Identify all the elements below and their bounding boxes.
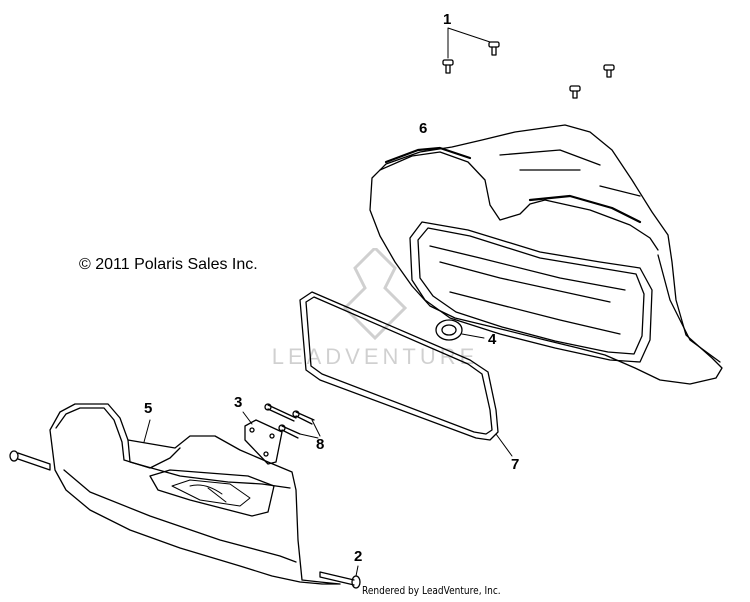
leader-line-3 bbox=[242, 411, 253, 425]
callout-8: 8 bbox=[316, 436, 325, 453]
watermark-text: LEADVENTURE bbox=[271, 344, 479, 369]
pin-2 bbox=[319, 565, 361, 589]
leader-line-1 bbox=[447, 27, 491, 59]
callout-3: 3 bbox=[234, 394, 243, 411]
screw bbox=[569, 85, 581, 99]
callout-4: 4 bbox=[488, 331, 497, 348]
render-credit: Rendered by LeadVenture, Inc. bbox=[362, 584, 501, 597]
leader-line-8 bbox=[299, 419, 321, 439]
plug-4 bbox=[435, 319, 485, 341]
screw bbox=[488, 41, 500, 56]
screw bbox=[442, 59, 454, 74]
callout-1: 1 bbox=[443, 11, 452, 28]
screw-group-8 bbox=[264, 403, 321, 439]
screw-group-1 bbox=[442, 27, 615, 99]
callout-2: 2 bbox=[354, 548, 363, 565]
leader-line-2 bbox=[355, 565, 359, 577]
pin-left bbox=[9, 450, 51, 471]
leader-line-5 bbox=[143, 419, 151, 443]
leader-line-4 bbox=[461, 333, 485, 339]
leader-line-7 bbox=[495, 433, 513, 457]
callout-7: 7 bbox=[511, 456, 520, 473]
storage-box-6 bbox=[369, 124, 723, 385]
flame-logo-icon bbox=[342, 245, 408, 341]
callout-6: 6 bbox=[419, 120, 428, 137]
watermark: LEADVENTURE bbox=[245, 245, 505, 378]
gasket-7 bbox=[299, 291, 513, 457]
screw bbox=[603, 64, 615, 78]
copyright-text: © 2011 Polaris Sales Inc. bbox=[79, 256, 258, 273]
lid-5 bbox=[49, 403, 341, 585]
bracket-3 bbox=[242, 411, 283, 465]
callout-5: 5 bbox=[144, 400, 153, 417]
